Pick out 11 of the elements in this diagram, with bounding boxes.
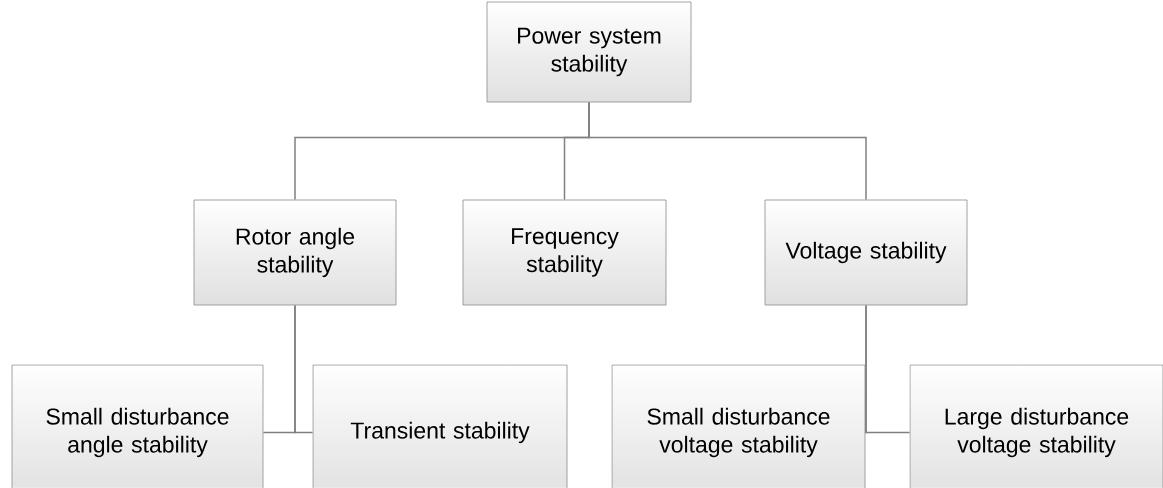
process-box: Rotor angle stability bbox=[193, 199, 397, 306]
connector-line bbox=[588, 101, 867, 201]
connector-line bbox=[865, 304, 911, 434]
process-box: Large disturbance voltage stability bbox=[909, 364, 1163, 488]
process-box: Frequency stability bbox=[462, 199, 667, 306]
process-box: Voltage stability bbox=[764, 199, 968, 306]
process-box: Power system stability bbox=[486, 1, 692, 103]
process-box: Small disturbance angle stability bbox=[11, 364, 264, 488]
connector-line bbox=[294, 304, 314, 434]
process-box: Small disturbance voltage stability bbox=[611, 364, 866, 488]
process-box: Transient stability bbox=[312, 364, 568, 488]
